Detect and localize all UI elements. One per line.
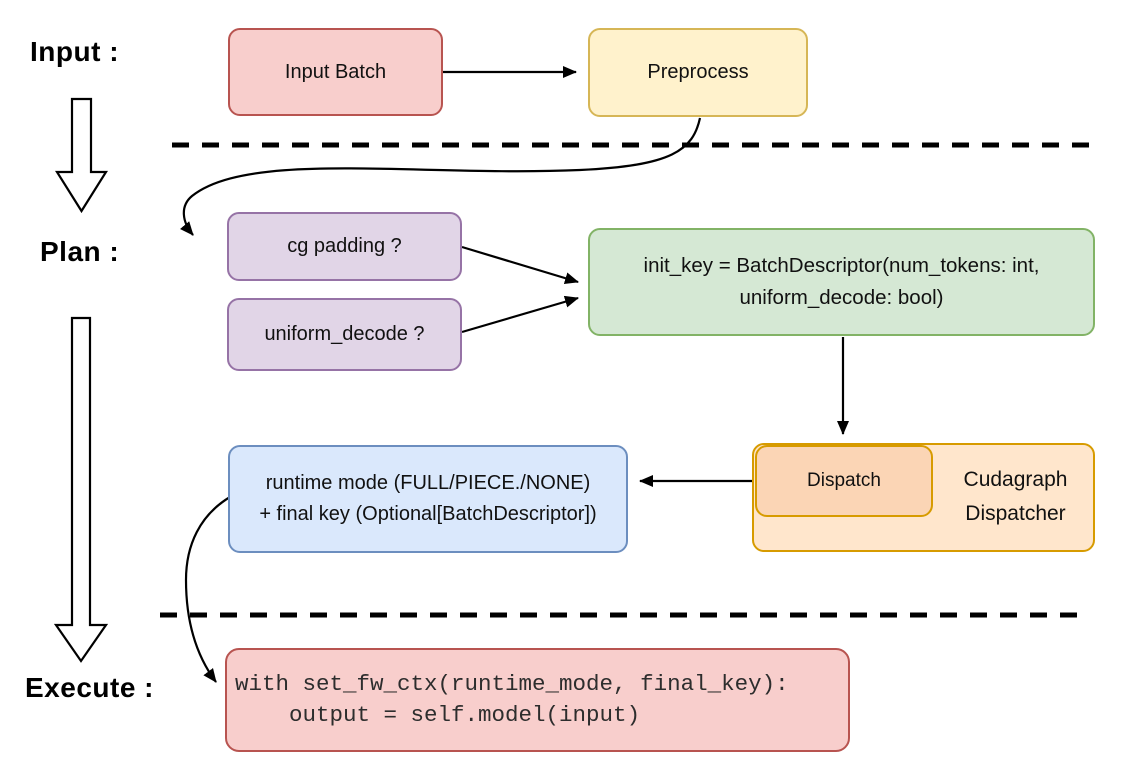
node-init-key: init_key = BatchDescriptor(num_tokens: i… (588, 228, 1095, 336)
node-runtime-mode-line2: + final key (Optional[BatchDescriptor]) (259, 503, 597, 525)
node-runtime-mode: runtime mode (FULL/PIECE./NONE) + final … (228, 445, 628, 553)
node-cg-padding-label: cg padding ? (287, 235, 402, 257)
node-preprocess-label: Preprocess (647, 61, 749, 83)
arrow-cgpadding-to-initkey (461, 245, 579, 284)
stage-label-execute: Execute : (25, 672, 154, 703)
node-dispatch: Dispatch (755, 445, 933, 517)
stage-arrow-input-to-plan-icon (55, 97, 108, 214)
stage-label-input: Input : (30, 36, 120, 67)
node-init-key-line1: init_key = BatchDescriptor(num_tokens: i… (643, 254, 1040, 277)
node-uniform-decode-label: uniform_decode ? (264, 323, 425, 345)
arrow-uniformdecode-to-initkey (461, 295, 579, 334)
node-execute-code: with set_fw_ctx(runtime_mode, final_key)… (225, 648, 850, 752)
node-dispatch-label: Dispatch (807, 470, 881, 491)
execute-code-line2: output = self.model(input) (235, 702, 641, 728)
node-preprocess: Preprocess (588, 28, 808, 117)
arrow-preprocess-to-cgpadding (180, 117, 702, 236)
node-cudagraph-dispatcher-label: Cudagraph Dispatcher (938, 463, 1093, 531)
node-init-key-line2: uniform_decode: bool) (739, 286, 944, 309)
node-cg-padding: cg padding ? (227, 212, 462, 281)
node-uniform-decode: uniform_decode ? (227, 298, 462, 371)
execute-code-line1: with set_fw_ctx(runtime_mode, final_key)… (235, 671, 789, 697)
cudagraph-dispatcher-line1: Cudagraph (963, 468, 1068, 491)
arrow-runtimemode-to-executecode (184, 496, 231, 683)
stage-arrow-plan-to-execute-icon (53, 316, 109, 663)
node-runtime-mode-line1: runtime mode (FULL/PIECE./NONE) (265, 472, 591, 494)
stage-label-plan: Plan : (40, 236, 120, 267)
node-input-batch: Input Batch (228, 28, 443, 116)
cudagraph-dispatcher-line2: Dispatcher (965, 502, 1066, 525)
node-input-batch-label: Input Batch (284, 60, 387, 83)
